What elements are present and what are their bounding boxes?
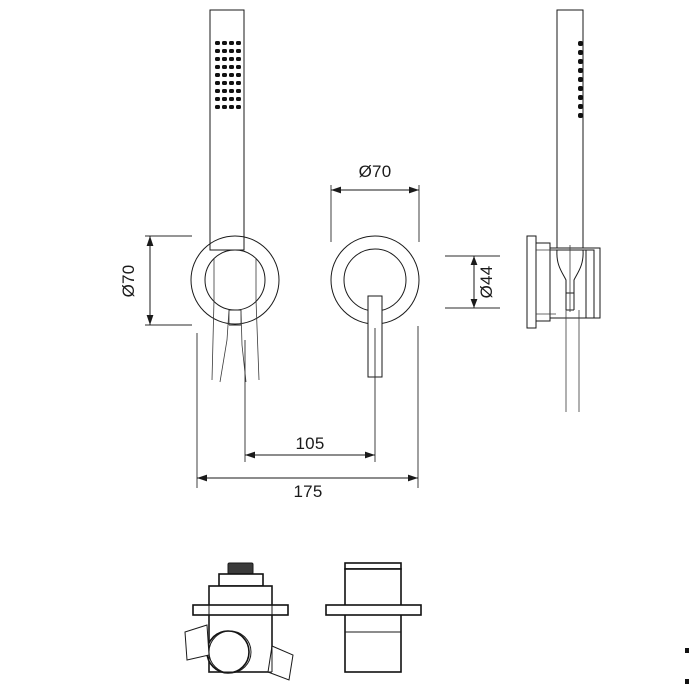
dimension-label-dia70-top: Ø70 (359, 162, 392, 181)
handset-wand-side (556, 9, 584, 251)
hose-lines (211, 258, 260, 383)
view-side-handset (526, 9, 601, 412)
dimension-175: 175 (196, 326, 419, 501)
dimension-105: 105 (244, 328, 376, 462)
valve-side-cap (344, 562, 402, 570)
valve-left-tab (184, 624, 210, 661)
dimension-dia70-left: Ø70 (119, 235, 192, 326)
valve-right-tab (267, 645, 294, 681)
cartridge-cap (227, 562, 254, 575)
valve-flange-plate (192, 604, 289, 616)
dimension-label-dia70-left: Ø70 (119, 265, 138, 298)
valve-collar (218, 573, 264, 587)
side-wall-plate-boss (535, 242, 551, 322)
view-valve-body-front (184, 562, 294, 681)
dimension-dia44-right: Ø44 (445, 255, 500, 309)
view-front-handset (190, 9, 280, 383)
valve-inlet-port (206, 630, 250, 674)
spray-face-holes-side (578, 41, 583, 118)
valve-side-flange-plate (325, 604, 422, 616)
dimension-label-dia44-right: Ø44 (477, 266, 496, 299)
valve-side-shell (344, 568, 402, 673)
dimension-label-175: 175 (294, 482, 323, 501)
edge-tick-marks (685, 648, 689, 684)
handset-wand (209, 9, 245, 251)
holder-wall-plate (190, 235, 280, 325)
dimension-label-105: 105 (296, 434, 325, 453)
dimension-dia70-top: Ø70 (330, 162, 420, 242)
side-wall-plate (526, 235, 537, 329)
spray-face-holes (215, 41, 241, 109)
cradle-back-rib (585, 249, 595, 319)
view-valve-body-side (325, 562, 422, 673)
